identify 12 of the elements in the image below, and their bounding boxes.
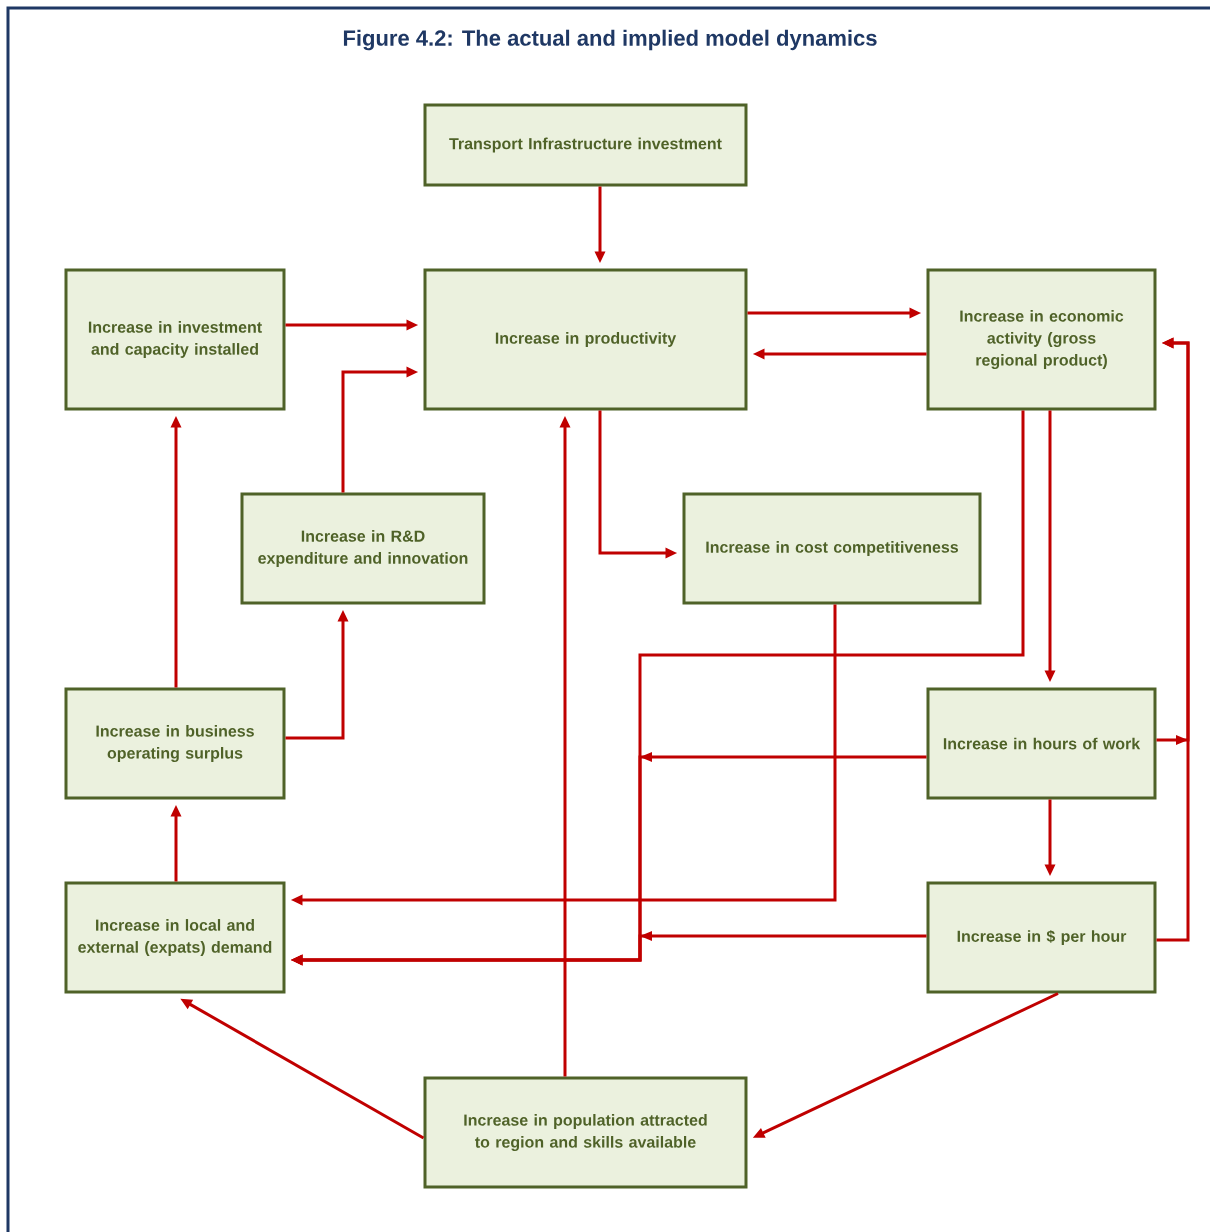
process-box: Increase in productivity	[423, 268, 748, 411]
process-box: Increase in R&D expenditure and innovation	[240, 492, 486, 605]
process-box: Transport Infrastructure investment	[423, 103, 748, 187]
title: Figure 4.2: The actual and implied model dynamics	[343, 29, 877, 51]
process-box: Increase in $ per hour	[926, 881, 1157, 994]
process-box: Increase in business operating surplus	[64, 687, 286, 800]
process-box: Increase in investment and capacity installed	[64, 268, 286, 411]
process-box: Increase in cost competitiveness	[682, 492, 982, 605]
process-box: Increase in local and external (expats) demand	[64, 881, 286, 994]
process-box: Increase in economic activity (gross regional product)	[926, 268, 1157, 411]
process-box: Increase in hours of work	[926, 687, 1157, 800]
process-box: Increase in population attracted to region and skills available	[423, 1076, 748, 1189]
